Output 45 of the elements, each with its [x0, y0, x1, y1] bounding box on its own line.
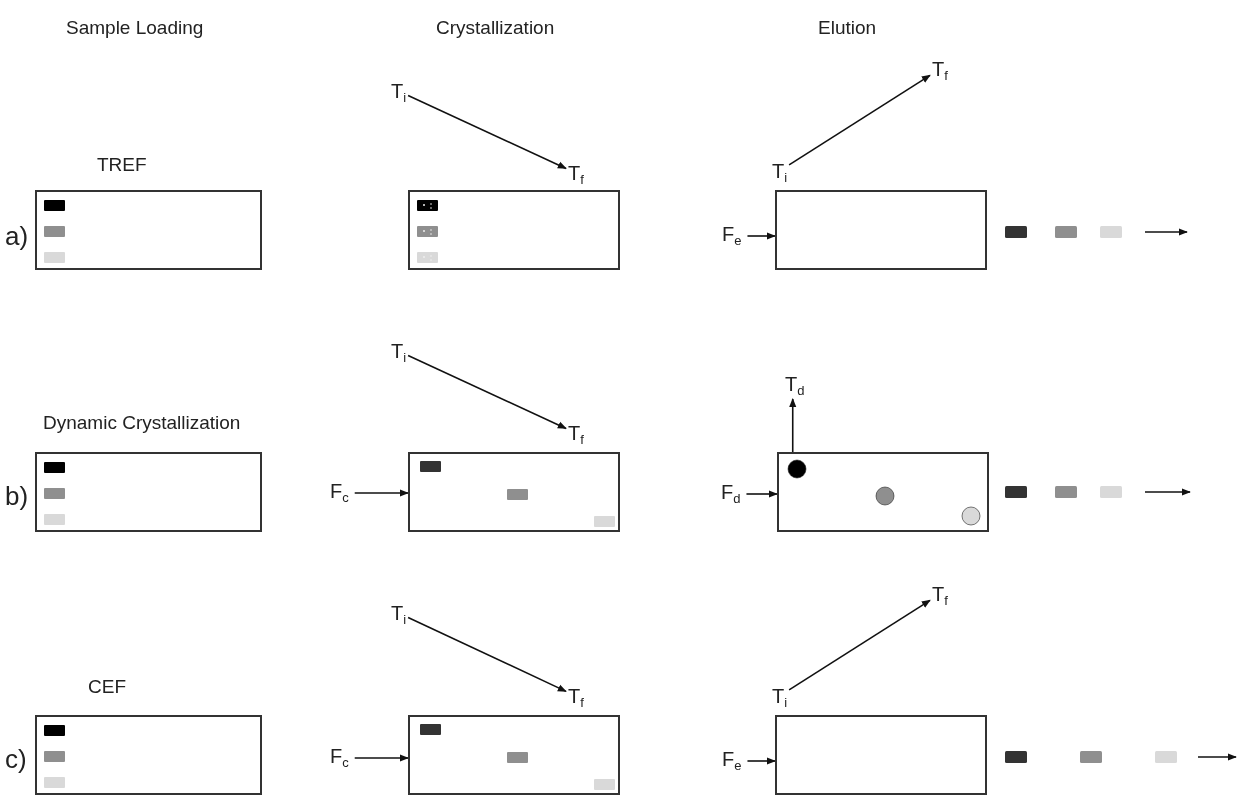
arrow	[745, 490, 778, 498]
column-box	[35, 190, 262, 270]
variable-label: T$_{i}$	[391, 80, 407, 102]
variable-label: T$_{f}$	[568, 162, 584, 184]
variable-label: F$_{e}$	[722, 223, 742, 245]
variable-label: T$_{i}$	[772, 685, 788, 707]
arrow	[353, 489, 409, 497]
column-box	[775, 190, 987, 270]
variable-label: T$_{f}$	[932, 583, 948, 605]
arrow	[788, 599, 931, 691]
variable-label: T$_{f}$	[568, 422, 584, 444]
arrow	[353, 754, 409, 762]
column-box	[35, 715, 262, 795]
arrow	[407, 354, 567, 430]
arrow	[407, 616, 567, 693]
column-box	[777, 452, 989, 532]
column-box	[408, 715, 620, 795]
variable-label: F$_{d}$	[721, 481, 741, 503]
variable-label: F$_{c}$	[330, 480, 349, 502]
column-box	[408, 452, 620, 532]
variable-label: F$_{e}$	[722, 748, 742, 770]
variable-label: T$_{d}$	[785, 373, 805, 395]
column-box	[408, 190, 620, 270]
method-heading: Dynamic Crystallization	[43, 413, 241, 434]
arrow	[746, 232, 776, 240]
arrow	[407, 94, 567, 170]
method-heading: CEF	[88, 677, 126, 698]
column-heading: Crystallization	[436, 18, 555, 39]
variable-label: T$_{i}$	[772, 160, 788, 182]
row-label: a)	[5, 222, 29, 251]
column-heading: Elution	[818, 18, 877, 39]
method-heading: TREF	[97, 155, 147, 176]
column-box	[775, 715, 987, 795]
variable-label: F$_{c}$	[330, 745, 349, 767]
column-box	[35, 452, 262, 532]
arrow	[789, 398, 797, 453]
row-label: c)	[5, 745, 27, 774]
variable-label: T$_{i}$	[391, 602, 407, 624]
row-label: b)	[5, 482, 29, 511]
arrow	[746, 757, 776, 765]
variable-label: T$_{i}$	[391, 340, 407, 362]
variable-label: T$_{f}$	[932, 58, 948, 80]
arrow	[788, 74, 931, 166]
variable-label: T$_{f}$	[568, 685, 584, 707]
column-heading: Sample Loading	[66, 18, 204, 39]
